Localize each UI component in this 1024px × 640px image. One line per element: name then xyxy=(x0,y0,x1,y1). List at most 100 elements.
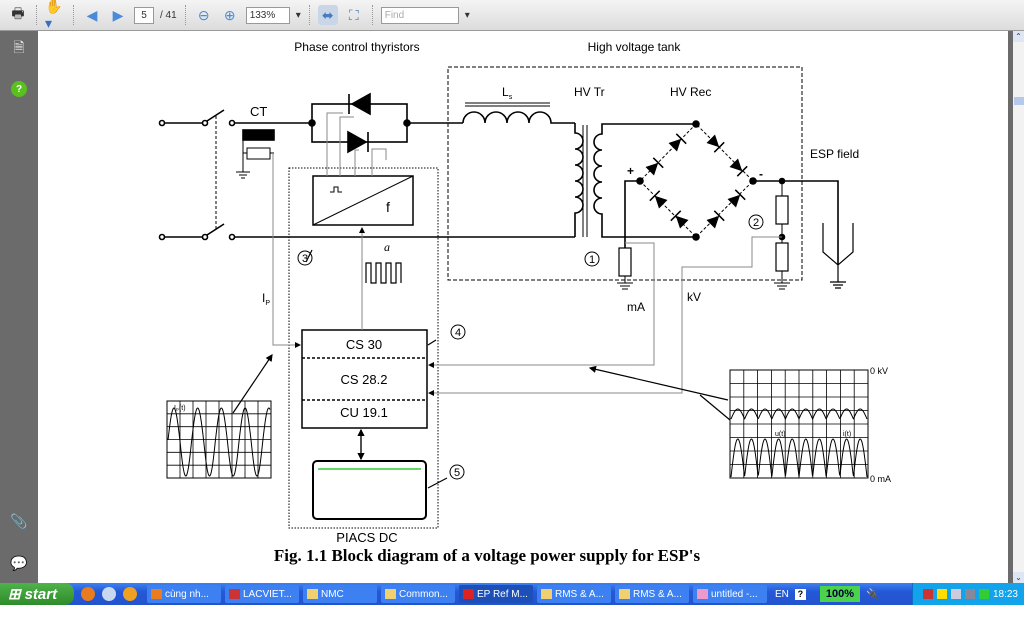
separator xyxy=(371,5,373,25)
comments-icon[interactable]: 💬 xyxy=(10,554,28,571)
scroll-up-icon[interactable]: ⌃ xyxy=(1013,31,1024,42)
scope-grid xyxy=(730,370,868,478)
next-page-icon[interactable]: ▶ xyxy=(112,6,124,23)
zero-ma-label: 0 mA xyxy=(870,474,891,484)
current-waveform xyxy=(167,407,271,477)
taskbar-task[interactable]: RMS & A... xyxy=(615,585,689,603)
figure-caption: Fig. 1.1 Block diagram of a voltage powe… xyxy=(274,546,701,565)
task-label: LACVIET... xyxy=(243,588,292,600)
task-label: NMC xyxy=(321,588,344,600)
ip-label: IP xyxy=(262,291,270,307)
taskbar-task[interactable]: EP Ref M... xyxy=(459,585,533,603)
find-input[interactable]: Find xyxy=(380,6,459,24)
folder-icon xyxy=(307,589,318,599)
zoom-input[interactable]: 133% xyxy=(245,6,290,24)
marker-1: 1 xyxy=(589,254,595,266)
diode xyxy=(706,210,725,229)
start-label: start xyxy=(24,585,58,603)
taskbar-task[interactable]: untitled -... xyxy=(693,585,767,603)
diode xyxy=(729,158,748,177)
pdf-icon xyxy=(463,589,474,599)
printer-icon[interactable]: 🖶 xyxy=(11,5,25,21)
task-label: EP Ref M... xyxy=(477,588,528,600)
power-circuit xyxy=(158,92,854,290)
hv-rec-label: HV Rec xyxy=(670,85,711,99)
page-number-input[interactable]: 5 xyxy=(134,6,154,24)
plus-label: + xyxy=(627,164,634,178)
scroll-thumb[interactable] xyxy=(1014,97,1024,105)
taskbar-task[interactable]: cùng nh... xyxy=(147,585,221,603)
show-desktop-icon[interactable] xyxy=(102,587,116,601)
piacs-label: PIACS DC xyxy=(336,530,397,545)
separator xyxy=(184,5,186,25)
start-button[interactable]: ⊞start xyxy=(0,583,74,605)
fit-page-icon[interactable]: ⛶ xyxy=(348,6,359,23)
clock[interactable]: 18:23 xyxy=(992,588,1018,600)
tray-app-icon[interactable] xyxy=(936,589,947,599)
kv-label: kV xyxy=(687,290,701,304)
help-icon[interactable]: ? xyxy=(11,81,27,97)
ma-label: mA xyxy=(627,300,645,314)
dictionary-icon xyxy=(229,589,240,599)
prev-page-icon[interactable]: ◀ xyxy=(86,6,98,23)
scope-u-label: u(t) xyxy=(775,431,786,438)
separator xyxy=(308,5,310,25)
task-label: cùng nh... xyxy=(165,588,209,600)
find-dropdown-icon[interactable]: ▾ xyxy=(464,9,470,21)
marker-2: 2 xyxy=(753,217,759,229)
battery-indicator[interactable]: 100% xyxy=(819,586,861,602)
task-label: RMS & A... xyxy=(633,588,682,600)
separator xyxy=(36,5,37,25)
tray-app-icon[interactable] xyxy=(922,589,933,599)
signal-wires xyxy=(272,112,782,396)
separator xyxy=(73,5,74,25)
voltage-waveform xyxy=(730,408,868,421)
current-waveform xyxy=(730,438,868,478)
diode xyxy=(727,189,746,208)
firefox-icon xyxy=(151,589,162,599)
taskbar-task[interactable]: NMC xyxy=(303,585,377,603)
wifi-icon[interactable] xyxy=(978,589,989,599)
markers: 1 2 3 4 5 xyxy=(297,214,764,480)
block-diagram: Phase control thyristors High voltage ta… xyxy=(158,40,891,565)
windows-logo-icon: ⊞ xyxy=(8,586,21,603)
fit-width-icon[interactable]: ⬌ xyxy=(317,5,338,25)
task-label: RMS & A... xyxy=(555,588,604,600)
toolbar: 🖶 ✋▾ ◀ ▶ 5 / 41 ⊖ ⊕ 133%▾ ⬌ ⛶ Find▾ xyxy=(0,0,1024,31)
oscilloscopes xyxy=(166,369,869,479)
taskbar-task[interactable]: Common... xyxy=(381,585,455,603)
language-indicator[interactable]: EN xyxy=(775,588,789,600)
attachment-icon[interactable]: 📎 xyxy=(10,512,28,529)
network-icon[interactable] xyxy=(964,589,975,599)
esp-field-label: ESP field xyxy=(810,147,859,161)
folder-icon xyxy=(385,589,396,599)
vertical-scrollbar[interactable]: ⌃ ⌄ xyxy=(1013,31,1024,583)
zoom-out-icon[interactable]: ⊖ xyxy=(197,6,210,23)
firefox-icon[interactable] xyxy=(81,587,95,601)
power-plug-icon[interactable]: 🔌 xyxy=(866,588,879,600)
media-player-icon[interactable] xyxy=(123,587,137,601)
pages-icon[interactable]: 🗎 xyxy=(13,39,25,55)
cs282-label: CS 28.2 xyxy=(341,372,388,387)
taskbar-task[interactable]: LACVIET... xyxy=(225,585,299,603)
marker-4: 4 xyxy=(455,327,461,339)
pane-border xyxy=(1008,31,1013,583)
system-tray: 18:23 xyxy=(911,583,1024,605)
scroll-down-icon[interactable]: ⌄ xyxy=(1013,572,1024,583)
marker-3: 3 xyxy=(302,253,308,265)
volume-icon[interactable] xyxy=(950,589,961,599)
labels: Phase control thyristors High voltage ta… xyxy=(174,40,891,565)
rectifier-diodes xyxy=(645,133,748,229)
scope-i-label: i(t) xyxy=(843,431,851,438)
cs30-label: CS 30 xyxy=(346,337,382,352)
alpha-label: a xyxy=(384,240,390,254)
help-tray-icon[interactable]: ? xyxy=(794,588,806,600)
folder-icon xyxy=(619,589,630,599)
hv-tank-label: High voltage tank xyxy=(588,40,682,54)
zoom-in-icon[interactable]: ⊕ xyxy=(223,6,236,23)
taskbar-task[interactable]: RMS & A... xyxy=(537,585,611,603)
zoom-dropdown-icon[interactable]: ▾ xyxy=(295,9,301,21)
zero-kv-label: 0 kV xyxy=(870,366,888,376)
marker-5: 5 xyxy=(454,467,460,479)
f-label: f xyxy=(386,199,390,215)
